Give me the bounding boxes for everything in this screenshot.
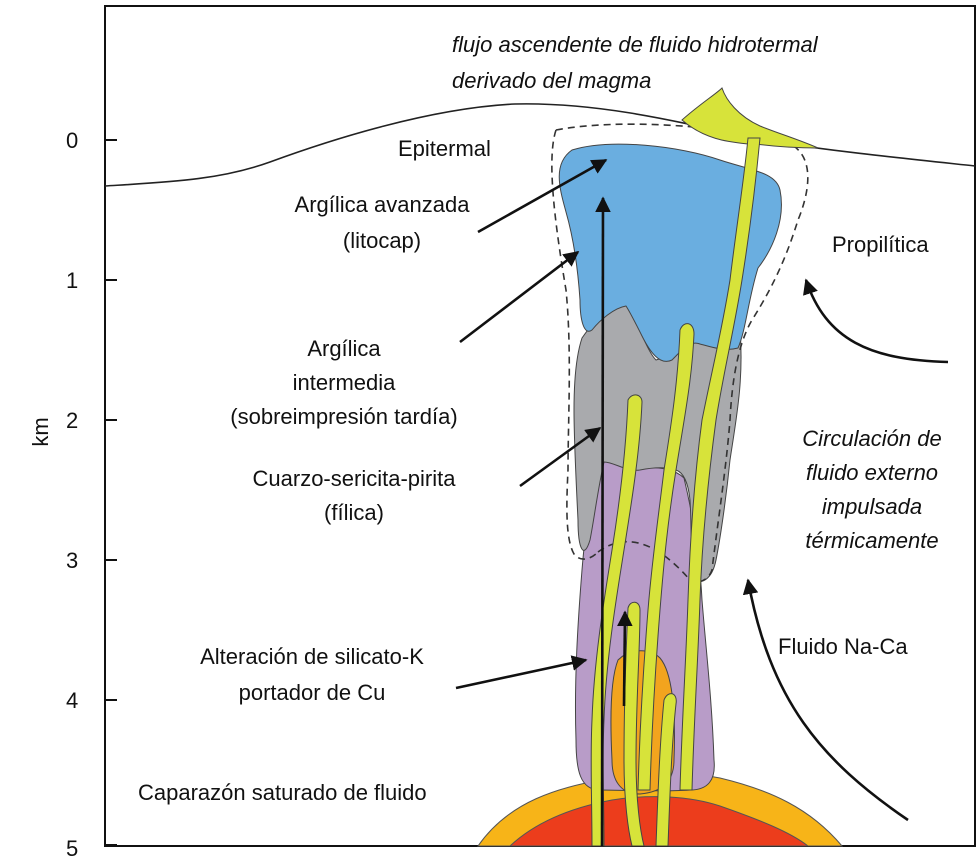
circulation-arrow-upper — [803, 278, 949, 364]
circulacion-label-line1: Circulación de — [802, 426, 941, 451]
surface-vent — [681, 87, 819, 149]
arg-intermedia-label-line2: intermedia — [293, 370, 396, 395]
cuarzo-label-line1: Cuarzo-sericita-pirita — [253, 466, 457, 491]
arg-intermedia-label-line3: (sobreimpresión tardía) — [230, 404, 457, 429]
phyllic-potassic-zone — [574, 461, 715, 792]
epitermal-label: Epitermal — [398, 136, 491, 161]
arg-avanzada-label-line2: (litocap) — [343, 228, 421, 253]
tick-label-3: 3 — [66, 548, 78, 573]
silicato-k-label-line1: Alteración de silicato-K — [200, 644, 424, 669]
central-upflow-arrow — [595, 196, 611, 847]
fluid-flow-label-line2: derivado del magma — [452, 68, 651, 93]
depth-axis: 0 1 2 3 4 5 km — [28, 128, 117, 859]
arg-avanzada-label-line1: Argílica avanzada — [295, 192, 471, 217]
circulacion-label-line3: impulsada — [822, 494, 922, 519]
tick-label-1: 1 — [66, 268, 78, 293]
tick-label-5: 5 — [66, 836, 78, 859]
propilitica-label: Propilítica — [832, 232, 929, 257]
circulacion-label-line2: fluido externo — [806, 460, 938, 485]
vein-system — [590, 137, 761, 847]
label-pointers — [455, 158, 608, 690]
circulation-arrow-lower — [742, 578, 909, 822]
tick-label-4: 4 — [66, 688, 78, 713]
fluido-naca-label: Fluido Na-Ca — [778, 634, 908, 659]
tick-label-2: 2 — [66, 408, 78, 433]
fluid-flow-label-line1: flujo ascendente de fluido hidrotermal — [452, 32, 819, 57]
inner-upflow-arrow — [617, 610, 633, 707]
caparazon-label: Caparazón saturado de fluido — [138, 780, 427, 805]
cuarzo-label-line2: (fílica) — [324, 500, 384, 525]
ground-surface — [104, 103, 976, 187]
axis-unit-label: km — [28, 417, 53, 446]
arg-intermedia-label-line1: Argílica — [307, 336, 381, 361]
circulacion-label-line4: térmicamente — [805, 528, 938, 553]
tick-label-0: 0 — [66, 128, 78, 153]
silicato-k-label-line2: portador de Cu — [239, 680, 386, 705]
